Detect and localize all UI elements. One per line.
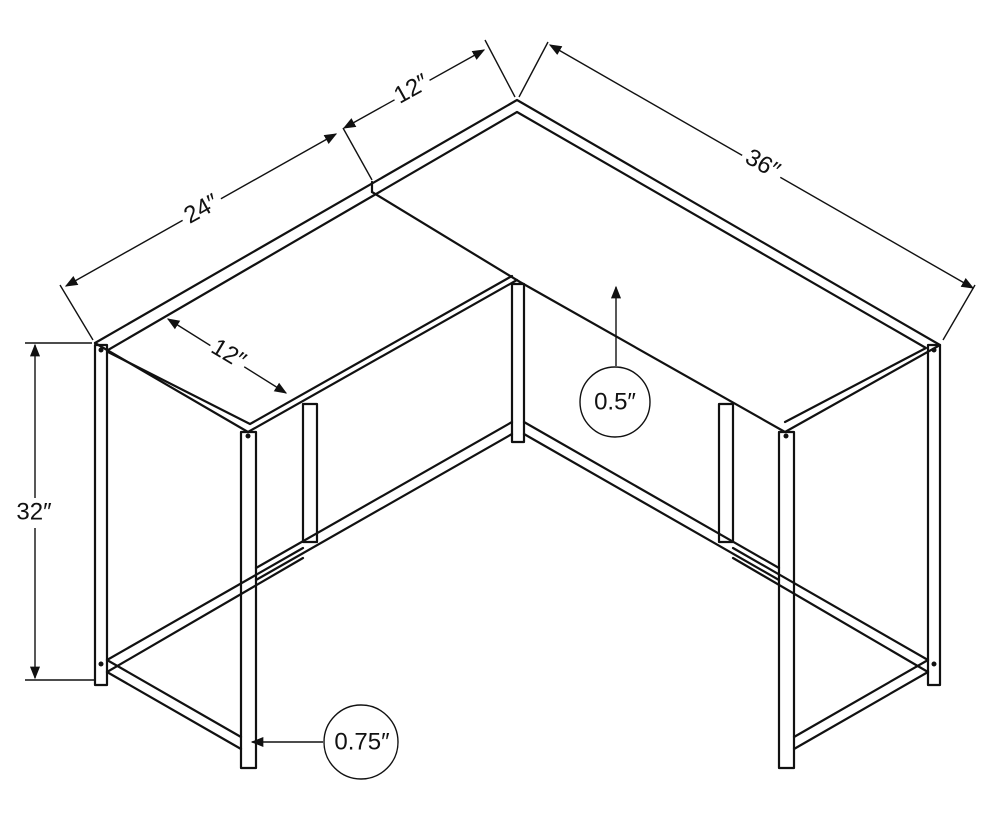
dimension-left-wing-width: 12″: [207, 333, 252, 375]
desk-legs: [93, 282, 942, 770]
stretchers: [105, 420, 930, 751]
dimension-lines: [25, 39, 976, 780]
desk-top: [93, 98, 942, 434]
dimension-leg-thickness: 0.75″: [334, 728, 390, 755]
dimension-height: 32″: [16, 498, 52, 525]
dimension-corner-offset: 12″: [389, 68, 433, 109]
dimension-top-thickness: 0.5″: [594, 388, 636, 415]
